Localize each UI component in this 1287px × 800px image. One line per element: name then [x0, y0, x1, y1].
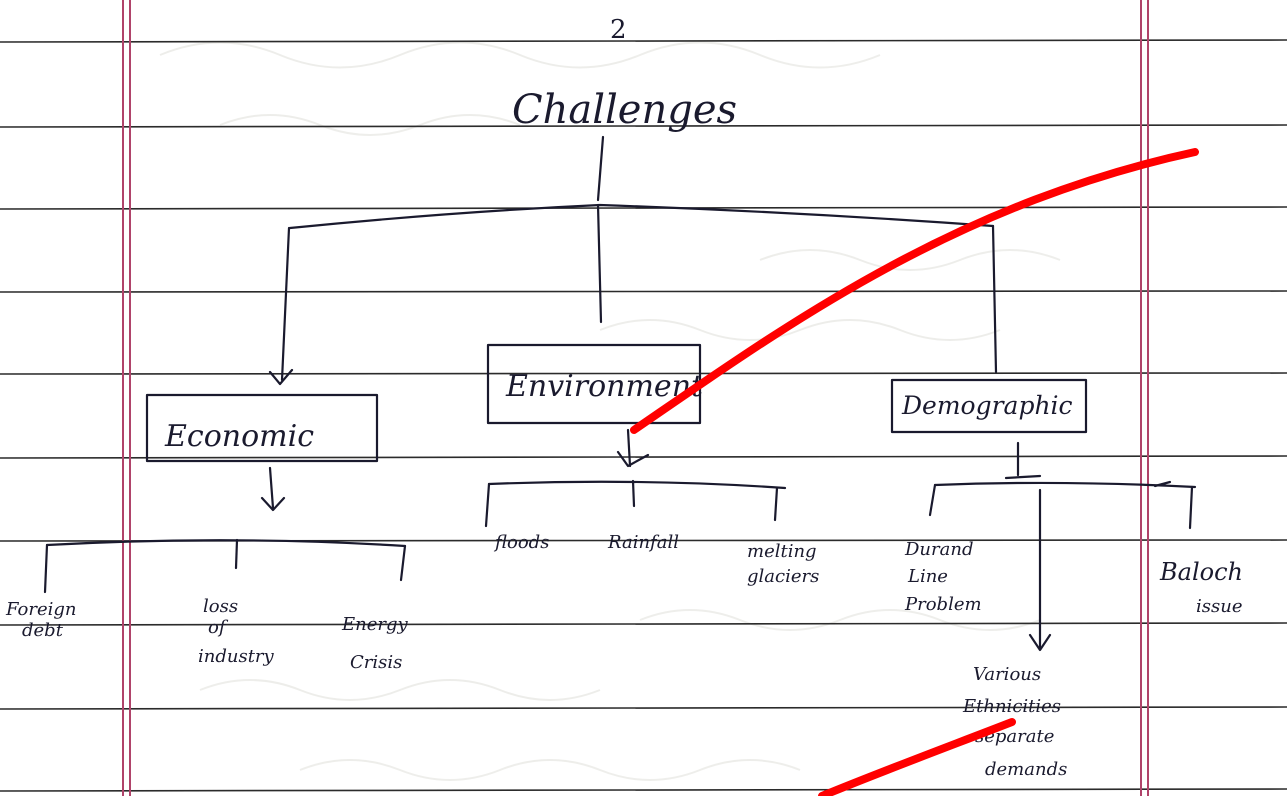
leaf-foreign-debt: Foreign debt: [5, 599, 76, 641]
svg-text:Rainfall: Rainfall: [607, 532, 679, 553]
category-label: Environment: [505, 369, 704, 404]
category-economic: Economic: [145, 393, 379, 463]
svg-text:industry: industry: [198, 646, 275, 667]
page-number: 2: [610, 15, 627, 45]
svg-text:glaciers: glaciers: [747, 566, 819, 587]
bleed-through-texture: [159, 41, 1061, 781]
svg-text:Energy: Energy: [341, 614, 409, 635]
category-environment: Environment: [486, 343, 704, 425]
economic-connectors: [43, 466, 407, 594]
svg-text:Foreign: Foreign: [5, 599, 76, 620]
leaf-durand-line: Durand Line Problem: [904, 539, 982, 615]
category-demographic: Demographic: [890, 378, 1088, 434]
root-node-label: Challenges: [512, 87, 737, 133]
svg-text:debt: debt: [22, 620, 64, 641]
root-connectors: [268, 135, 998, 386]
red-annotation-marks: [630, 148, 1199, 800]
category-label: Economic: [164, 419, 314, 454]
margin-lines: [122, 0, 1149, 796]
environment-connectors: [484, 428, 787, 528]
svg-text:of: of: [208, 617, 229, 638]
svg-text:melting: melting: [747, 541, 817, 562]
leaf-energy-crisis: Energy Crisis: [341, 614, 409, 673]
svg-text:issue: issue: [1196, 596, 1242, 617]
svg-text:loss: loss: [203, 596, 238, 617]
category-label: Demographic: [901, 391, 1073, 420]
leaf-floods: floods: [493, 532, 549, 553]
ruled-lines: [0, 39, 1287, 792]
svg-text:Problem: Problem: [904, 594, 982, 615]
leaf-rainfall: Rainfall: [607, 532, 679, 553]
demographic-connectors: [928, 441, 1197, 652]
red-annotation-stroke: [630, 148, 1199, 434]
category-box: [145, 393, 379, 463]
leaf-melting-glaciers: melting glaciers: [747, 541, 819, 587]
svg-text:Crisis: Crisis: [350, 652, 402, 673]
leaf-baloch-issue: Baloch issue: [1159, 558, 1243, 617]
svg-text:Ethnicities: Ethnicities: [962, 696, 1061, 717]
category-box: [890, 378, 1088, 434]
leaf-loss-of-industry: loss of industry: [198, 596, 275, 667]
svg-text:floods: floods: [493, 532, 549, 553]
svg-text:Baloch: Baloch: [1159, 558, 1243, 586]
svg-text:demands: demands: [985, 759, 1067, 780]
svg-text:Line: Line: [907, 566, 948, 587]
red-annotation-stroke: [818, 718, 1016, 800]
svg-text:Durand: Durand: [904, 539, 973, 560]
svg-text:Various: Various: [973, 664, 1041, 685]
